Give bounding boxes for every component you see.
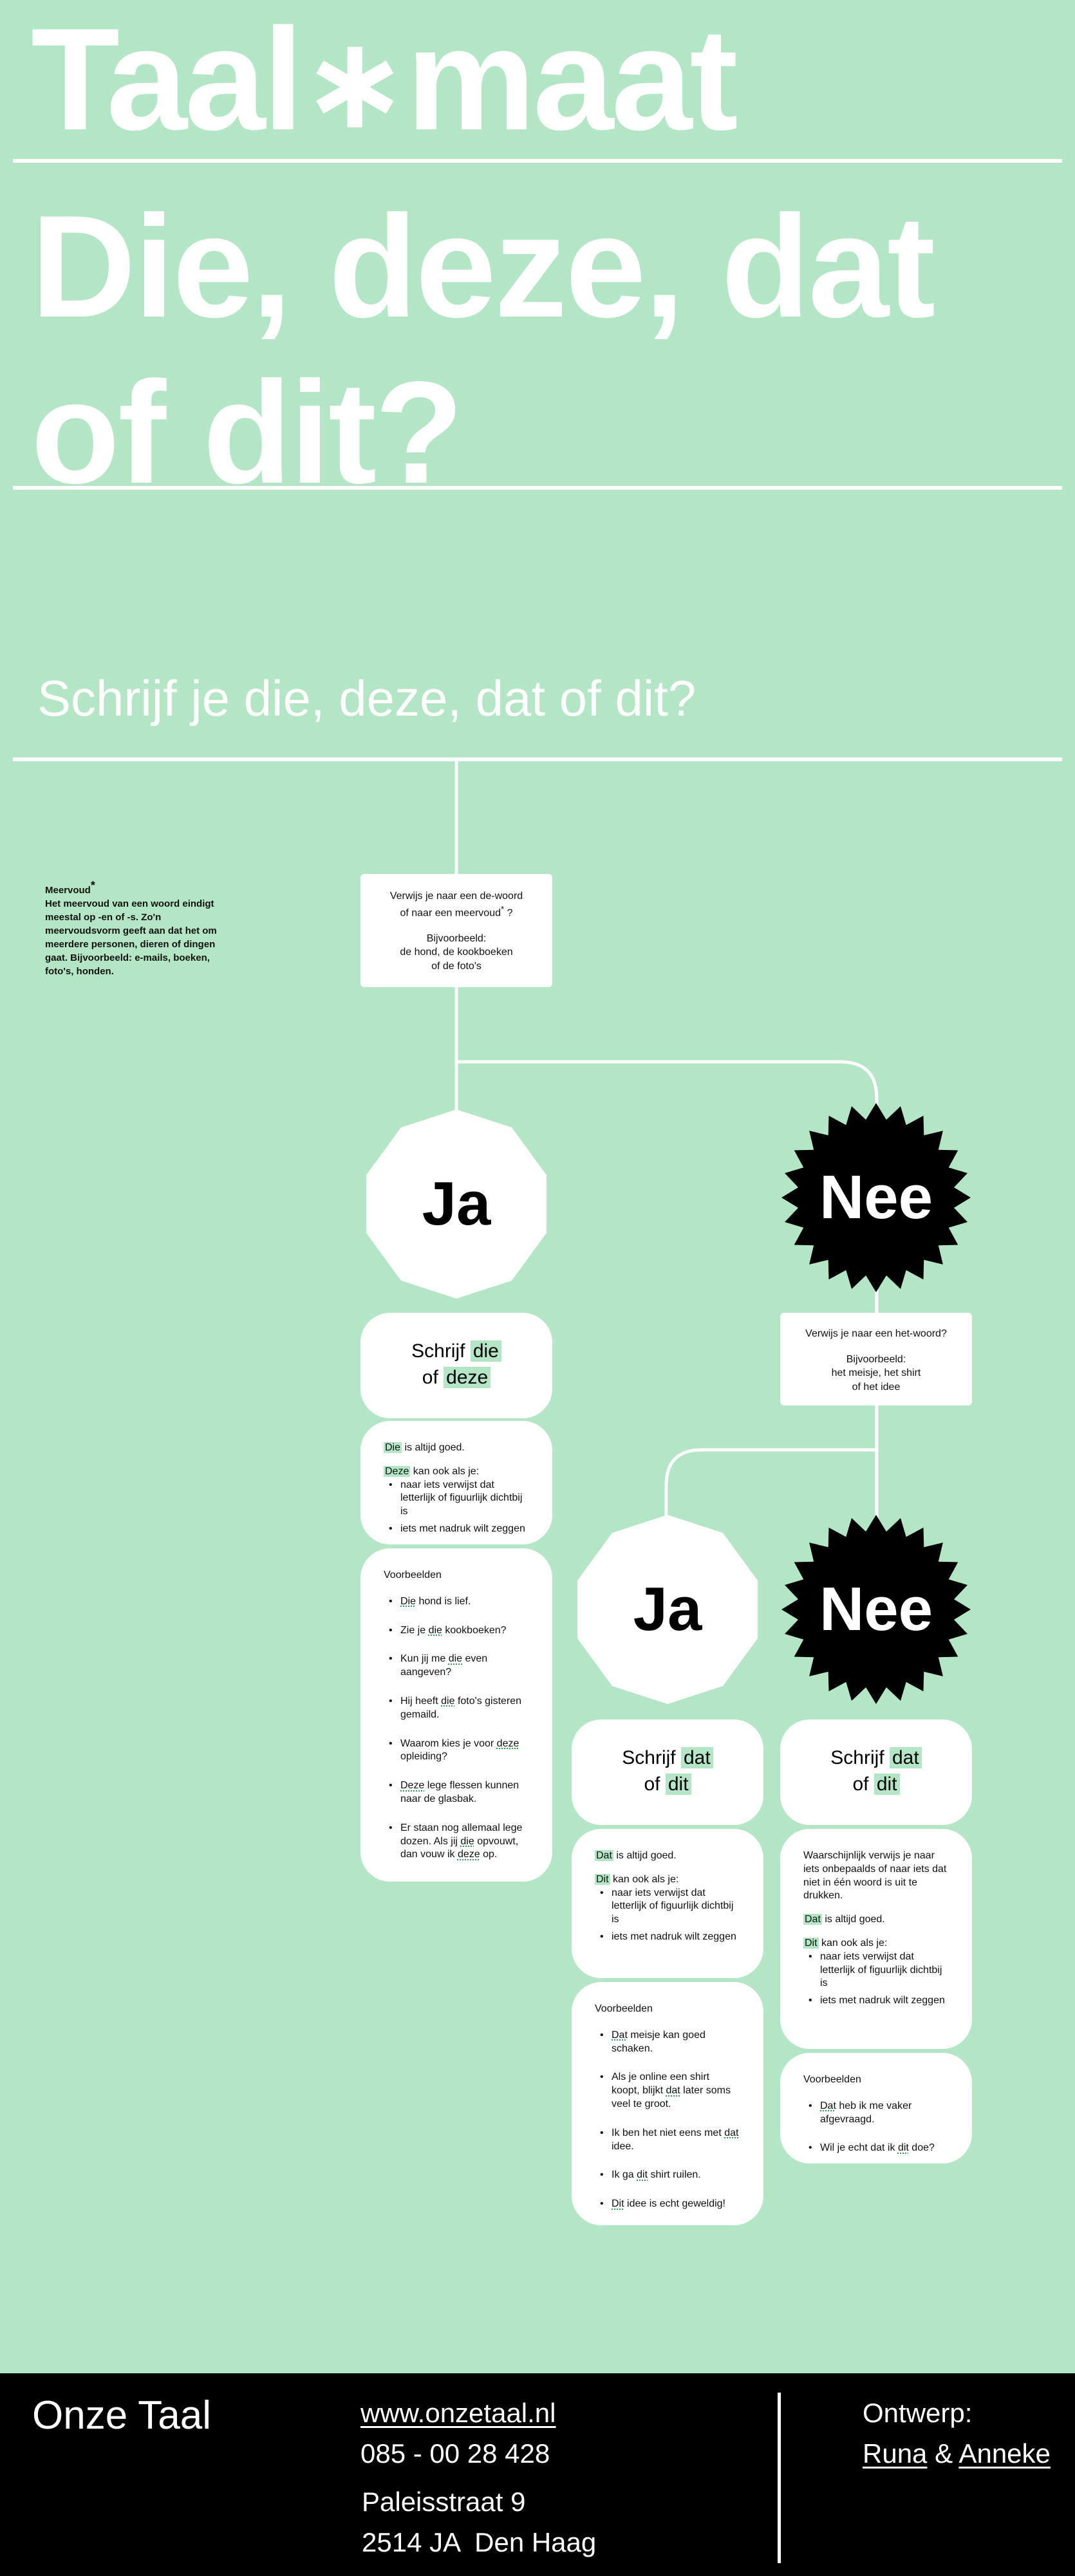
keyword-dit: dit <box>874 1773 900 1795</box>
list-item: Dit idee is echt geweldig! <box>595 2198 740 2211</box>
asterisk-icon: * <box>90 879 95 892</box>
note-body: Het meervoud van een woord eindigt meest… <box>45 898 217 977</box>
logo-left: Taal <box>31 0 303 160</box>
logo: Taal∗maat <box>31 6 738 155</box>
example-line2: of het idee <box>852 1381 901 1393</box>
list-item: Wil je echt dat ik dit doe? <box>803 2142 949 2155</box>
question-line1: Verwijs je naar een het-woord? <box>805 1328 947 1339</box>
credit-label: Ontwerp: <box>863 2398 973 2428</box>
designer-link-2[interactable]: Anneke <box>958 2438 1051 2469</box>
plural-note: Meervoud* Het meervoud van een woord ein… <box>45 878 238 978</box>
list-item: Dat heb ik me vaker afgevraagd. <box>803 2100 949 2127</box>
examples-title: Voorbeelden <box>384 1570 442 1580</box>
example-line2: of de foto's <box>431 960 481 972</box>
keyword-dat: dat <box>680 1747 713 1768</box>
question-het-woord: Verwijs je naar een het-woord? Bijvoorbe… <box>780 1313 972 1405</box>
footer-address: Paleisstraat 9 2514 JA Den Haag <box>362 2481 596 2562</box>
flow-connectors <box>454 759 879 1544</box>
keyword-dat: dat <box>889 1747 922 1768</box>
list-item: iets met nadruk wilt zeggen <box>803 1994 949 2008</box>
footer: Onze Taal www.onzetaal.nl 085 - 00 28 42… <box>0 2373 1075 2576</box>
asterisk-icon: * <box>501 903 505 914</box>
examples-dat-dit-2: Voorbeelden Dat heb ik me vaker afgevraa… <box>780 2053 972 2164</box>
street: Paleisstraat 9 <box>362 2487 526 2517</box>
list-item: Deze lege flessen kunnen naar de glasbak… <box>384 1779 529 1806</box>
examples-title: Voorbeelden <box>595 2003 653 2014</box>
logo-right: maat <box>406 0 738 160</box>
phone-number: 085 - 00 28 428 <box>360 2438 550 2469</box>
list-item: naar iets verwijst dat letterlijk of fig… <box>595 1887 740 1927</box>
list-item: Zie je die kookboeken? <box>384 1624 529 1638</box>
examples-title: Voorbeelden <box>803 2074 861 2085</box>
list-item: Waarom kies je voor deze opleiding? <box>384 1737 529 1765</box>
connector-q1-nee <box>456 1060 879 1133</box>
question-line2: of naar een meervoud* ? <box>400 903 513 918</box>
no-label: Nee <box>819 1163 933 1232</box>
star-icon: ∗ <box>301 12 409 155</box>
example-line1: het meisje, het shirt <box>831 1367 921 1379</box>
keyword-die: die <box>470 1340 501 1362</box>
website-link[interactable]: www.onzetaal.nl <box>360 2398 556 2428</box>
result-dat-dit-2: Schrijf dat of dit <box>780 1719 972 1825</box>
result-die-deze: Schrijf die of deze <box>360 1313 552 1418</box>
list-item: Kun jij me die even aangeven? <box>384 1653 529 1680</box>
example-line1: de hond, de kookboeken <box>400 947 513 958</box>
list-item: Er staan nog allemaal lege dozen. Als ji… <box>384 1822 529 1862</box>
list-item: naar iets verwijst dat letterlijk of fig… <box>803 1951 949 1990</box>
divider-mid <box>13 486 1062 490</box>
keyword-dit: dit <box>665 1773 691 1795</box>
rules-die-deze: Die is altijd goed. Deze kan ook als je:… <box>360 1421 552 1544</box>
list-item: Dat meisje kan goed schaken. <box>595 2029 740 2056</box>
question-line1: Verwijs je naar een de-woord <box>389 891 523 902</box>
list-item: Ik ga dit shirt ruilen. <box>595 2169 740 2182</box>
section-heading: Schrijf je die, deze, dat of dit? <box>37 670 696 727</box>
divider-top <box>13 159 1062 163</box>
no-label-2: Nee <box>819 1575 933 1644</box>
footer-credit: Ontwerp: Runa & Anneke <box>863 2393 1051 2474</box>
list-item: Ik ben het niet eens met dat idee. <box>595 2127 740 2154</box>
footer-brand: Onze Taal <box>32 2393 212 2438</box>
note-title: Meervoud* <box>45 879 95 896</box>
keyword-deze: deze <box>444 1366 491 1388</box>
example-label: Bijvoorbeeld: <box>846 1353 906 1365</box>
examples-die-deze: Voorbeelden Die hond is lief. Zie je die… <box>360 1548 552 1882</box>
rules-dat-dit-2: Waarschijnlijk verwijs je naar iets onbe… <box>780 1829 972 2049</box>
list-item: naar iets verwijst dat letterlijk of fig… <box>384 1479 529 1519</box>
question-de-woord: Verwijs je naar een de-woord of naar een… <box>360 874 552 987</box>
city: 2514 JA Den Haag <box>362 2527 597 2557</box>
examples-dat-dit: Voorbeelden Dat meisje kan goed schaken.… <box>572 1982 763 2225</box>
rules-dat-dit: Dat is altijd goed. Dit kan ook als je: … <box>572 1829 763 1978</box>
list-item: Hij heeft die foto's gisteren gemaild. <box>384 1695 529 1722</box>
footer-contact: www.onzetaal.nl 085 - 00 28 428 <box>360 2393 556 2474</box>
list-item: Als je online een shirt koopt, blijkt da… <box>595 2071 740 2111</box>
no-shape-2 <box>781 1515 971 1704</box>
yes-label: Ja <box>422 1169 491 1238</box>
result-dat-dit: Schrijf dat of dit <box>572 1719 763 1825</box>
yes-shape-2 <box>577 1515 758 1704</box>
designer-link-1[interactable]: Runa <box>863 2438 928 2469</box>
list-item: iets met nadruk wilt zeggen <box>384 1523 529 1536</box>
divider-bottom <box>13 757 1062 761</box>
rules-intro: Waarschijnlijk verwijs je naar iets onbe… <box>803 1850 947 1902</box>
example-label: Bijvoorbeeld: <box>426 932 487 944</box>
yes-shape <box>366 1109 547 1299</box>
list-item: Die hond is lief. <box>384 1595 529 1609</box>
page-title-line1: Die, deze, dat <box>31 185 935 347</box>
no-shape <box>781 1103 971 1292</box>
list-item: iets met nadruk wilt zeggen <box>595 1931 740 1944</box>
footer-divider <box>778 2393 781 2563</box>
connector-q2-ja <box>664 1448 877 1544</box>
yes-label-2: Ja <box>633 1575 702 1644</box>
